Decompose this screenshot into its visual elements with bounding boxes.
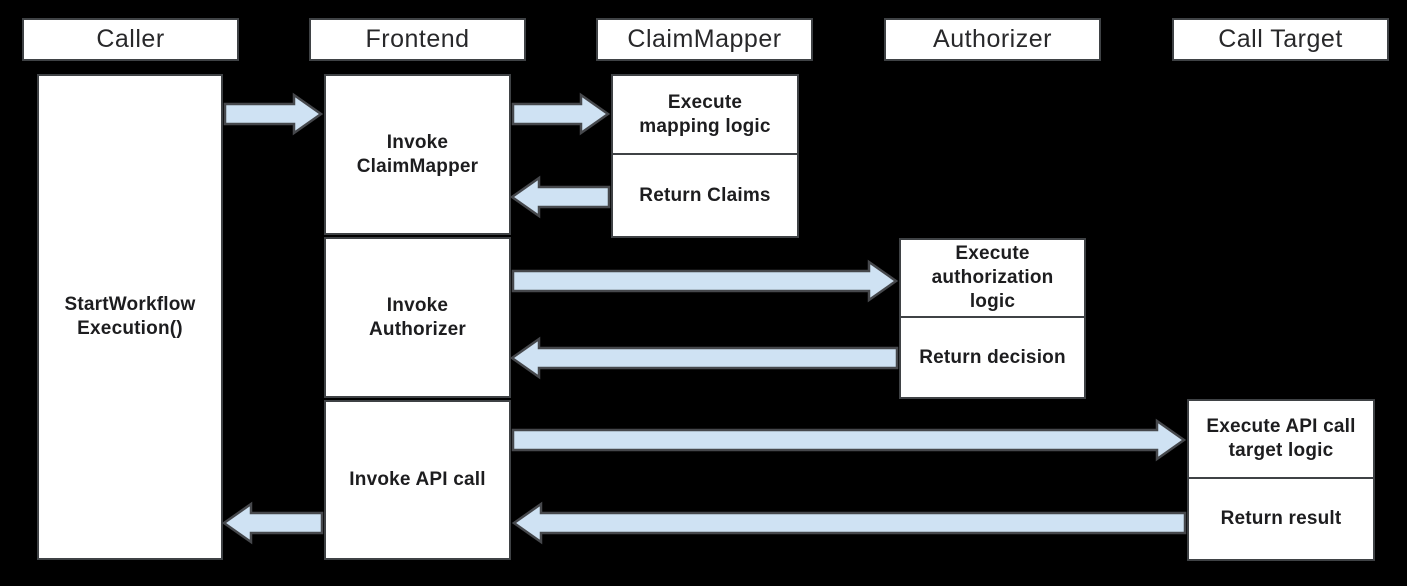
lifeline-label: Caller (96, 25, 165, 53)
lifeline-header-caller: Caller (22, 18, 239, 61)
step-label: Execute authorization logic (931, 243, 1054, 312)
arrow-frontend-return-to-caller (221, 501, 324, 545)
arrow-frontend-to-claimmapper (511, 92, 611, 136)
activation-authorizer: Execute authorization logic Return decis… (899, 238, 1086, 399)
step-return-result: Return result (1189, 479, 1373, 559)
step-label: Return decision (919, 346, 1066, 368)
activation-frontend-invoke-authorizer: Invoke Authorizer (324, 237, 511, 398)
lifeline-header-claimmapper: ClaimMapper (596, 18, 813, 61)
step-return-claims: Return Claims (613, 155, 797, 236)
activation-label: Invoke API call (349, 469, 486, 491)
activation-caller-startworkflow: StartWorkflow Execution() (37, 74, 223, 560)
step-execute-mapping-logic: Execute mapping logic (613, 76, 797, 155)
step-label: Return result (1220, 508, 1342, 530)
lifeline-label: Authorizer (933, 25, 1052, 53)
step-label: Return Claims (639, 184, 771, 206)
lifeline-header-frontend: Frontend (309, 18, 526, 61)
activation-claimmapper: Execute mapping logic Return Claims (611, 74, 799, 238)
lifeline-label: Frontend (365, 25, 470, 53)
step-execute-authorization-logic: Execute authorization logic (901, 240, 1084, 318)
arrow-authorizer-return-to-frontend (509, 336, 899, 380)
step-label: Execute mapping logic (639, 91, 771, 137)
activation-call-target: Execute API call target logic Return res… (1187, 399, 1375, 561)
arrow-caller-to-frontend (223, 92, 324, 136)
lifeline-header-call-target: Call Target (1172, 18, 1389, 61)
lifeline-header-authorizer: Authorizer (884, 18, 1101, 61)
arrow-claimmapper-return-to-frontend (509, 175, 611, 219)
activation-label: Invoke ClaimMapper (356, 131, 479, 177)
step-return-decision: Return decision (901, 318, 1084, 397)
activation-frontend-invoke-claimmapper: Invoke ClaimMapper (324, 74, 511, 235)
activation-frontend-invoke-api-call: Invoke API call (324, 400, 511, 560)
lifeline-label: ClaimMapper (627, 25, 782, 53)
activation-label: StartWorkflow Execution() (64, 294, 196, 339)
arrow-call-target-return-to-frontend (511, 501, 1187, 545)
step-label: Execute API call target logic (1206, 416, 1356, 461)
step-execute-api-call-target-logic: Execute API call target logic (1189, 401, 1373, 479)
lifeline-label: Call Target (1218, 25, 1343, 53)
arrow-frontend-to-call-target (511, 418, 1187, 462)
arrow-frontend-to-authorizer (511, 259, 899, 303)
activation-label: Invoke Authorizer (369, 294, 466, 340)
